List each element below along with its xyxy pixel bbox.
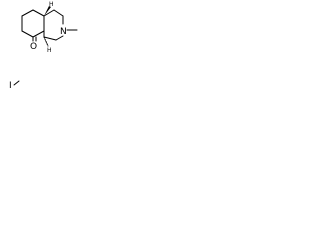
bond xyxy=(21,30,34,38)
ring-bonds xyxy=(21,9,78,41)
wedge-bond xyxy=(44,6,51,16)
bond xyxy=(32,30,45,38)
nitrogen-label: N xyxy=(60,27,67,37)
bond xyxy=(21,9,34,17)
bond xyxy=(32,9,45,17)
counterion-bond xyxy=(13,80,20,86)
carbonyl-bond xyxy=(32,36,37,42)
iodide-label: I xyxy=(9,81,12,91)
hash-bond xyxy=(43,36,49,47)
hydrogen-label-bottom: H xyxy=(47,47,52,54)
stereo-bonds xyxy=(43,6,51,47)
chemical-structure: H H O N I xyxy=(9,1,78,91)
bond xyxy=(55,35,64,41)
bond xyxy=(43,9,55,17)
bond xyxy=(43,36,57,41)
hydrogen-label-top: H xyxy=(49,1,54,8)
oxygen-label: O xyxy=(30,42,37,52)
bond xyxy=(53,9,64,17)
